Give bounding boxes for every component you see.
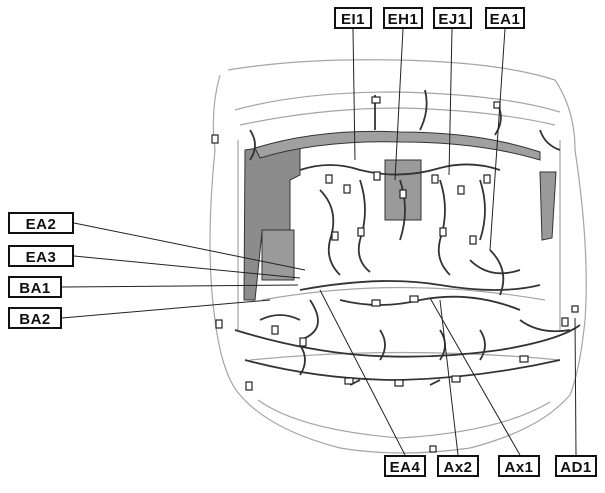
callout-ba1: BA1: [8, 276, 62, 298]
callout-ax2: Ax2: [437, 455, 479, 477]
callout-ad1: AD1: [555, 455, 597, 477]
callout-leaders: [61, 28, 577, 456]
callout-ei1: EI1: [334, 7, 372, 29]
connectors: [211, 96, 579, 453]
callout-ea2: EA2: [8, 212, 74, 234]
callout-ea4: EA4: [384, 455, 426, 477]
vehicle-body-outline: [209, 59, 587, 454]
callout-ea3: EA3: [8, 245, 74, 267]
callout-ba2: BA2: [8, 307, 62, 329]
callout-ej1: EJ1: [433, 7, 472, 29]
shaded-components: [243, 130, 557, 301]
callout-ax1: Ax1: [498, 455, 540, 477]
callout-eh1: EH1: [383, 7, 423, 29]
callout-ea1: EA1: [485, 7, 525, 29]
